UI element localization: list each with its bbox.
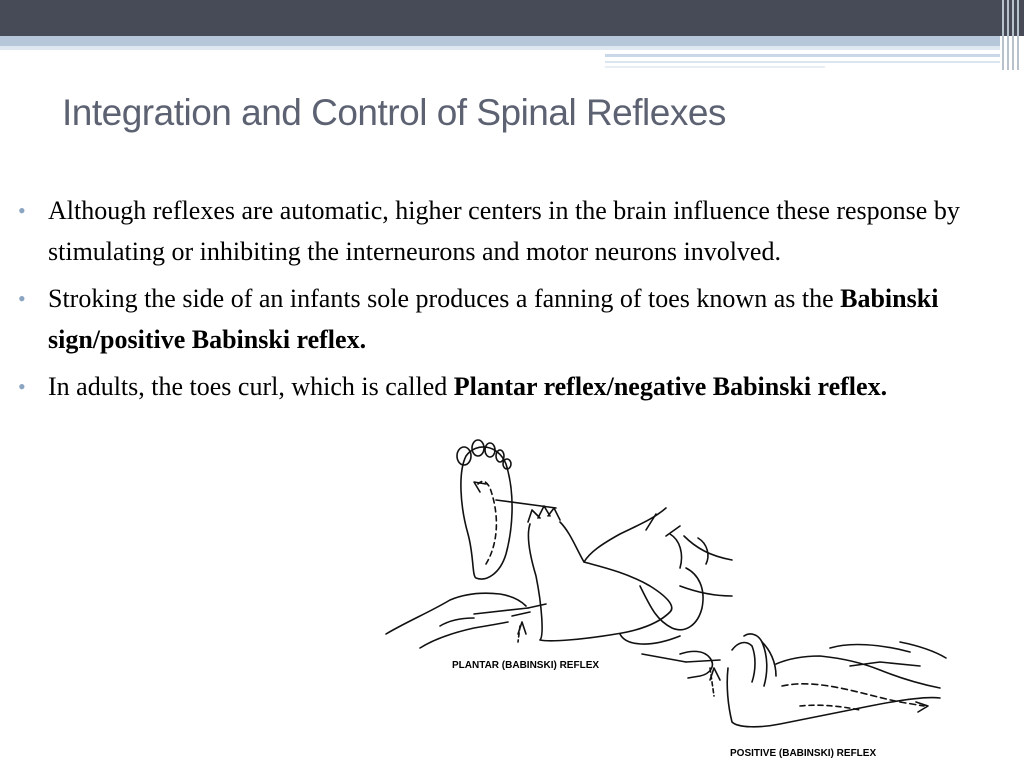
- header-stripe: [1017, 0, 1019, 70]
- bullet-text: In adults, the toes curl, which is calle…: [48, 372, 454, 401]
- foot-sole-drawing: [456, 439, 557, 580]
- header-band: [0, 36, 1000, 46]
- babinski-reflex-illustration: PLANTAR (BABINSKI) REFLEX POSITIVE (BABI…: [385, 439, 947, 759]
- bullet-icon: •: [18, 286, 26, 311]
- positive-reflex-drawing: [641, 633, 947, 728]
- header-band-light: [0, 46, 1000, 50]
- bullet-list: • Although reflexes are automatic, highe…: [18, 190, 1013, 413]
- bullet-item: • Stroking the side of an infants sole p…: [18, 278, 1013, 360]
- bullet-icon: •: [18, 198, 26, 223]
- header-stripe: [1002, 0, 1004, 70]
- foot-side-drawing: [527, 505, 733, 645]
- figure-caption-plantar: PLANTAR (BABINSKI) REFLEX: [452, 660, 599, 671]
- header-thin-line: [605, 61, 1000, 63]
- header-thin-line: [605, 66, 825, 68]
- hand-stylus-drawing: [385, 592, 547, 649]
- bullet-text: Stroking the side of an infants sole pro…: [48, 284, 841, 313]
- bullet-item: • Although reflexes are automatic, highe…: [18, 190, 1013, 272]
- bullet-bold-term: Plantar reflex/negative Babinski reflex.: [453, 372, 888, 401]
- figure-caption-positive: POSITIVE (BABINSKI) REFLEX: [730, 748, 876, 759]
- bullet-text: Although reflexes are automatic, higher …: [48, 196, 960, 266]
- slide-title: Integration and Control of Spinal Reflex…: [62, 92, 726, 133]
- bullet-bold-term: Babinski sign/positive Babinski reflex.: [48, 284, 939, 354]
- bullet-icon: •: [18, 374, 26, 399]
- header-thin-line: [605, 54, 1000, 57]
- header-stripe: [1012, 0, 1014, 70]
- header-stripe: [1007, 0, 1009, 70]
- bullet-item: • In adults, the toes curl, which is cal…: [18, 366, 1013, 407]
- header-bar: [0, 0, 1024, 36]
